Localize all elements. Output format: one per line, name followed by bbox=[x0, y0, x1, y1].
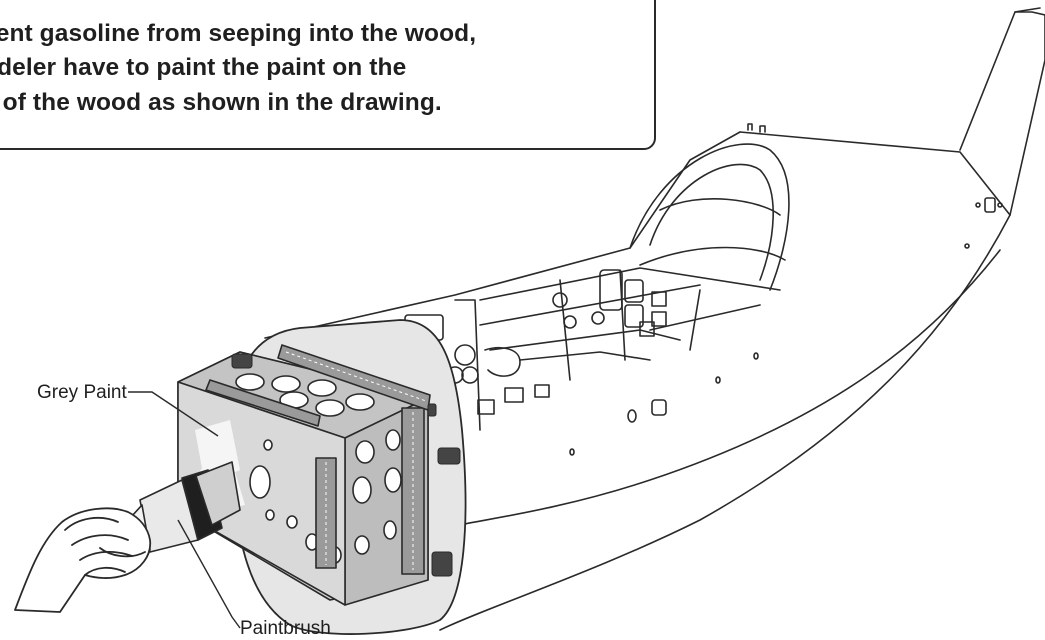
paintbrush-label: Paintbrush bbox=[240, 618, 331, 639]
fuselage-top-right-edge bbox=[739, 131, 1011, 216]
paintbrush-leader-line bbox=[177, 519, 241, 629]
hand-drawing bbox=[14, 507, 152, 613]
paintbrush-drawing bbox=[109, 461, 241, 563]
grey-paint-leader-line bbox=[128, 391, 219, 437]
engine-box bbox=[177, 344, 431, 606]
callout-line-1: vent gasoline from seeping into the wood… bbox=[0, 20, 477, 47]
canopy-frame bbox=[629, 143, 790, 291]
vertical-fin bbox=[959, 11, 1045, 216]
fuselage-top-left-edge bbox=[264, 131, 741, 339]
fuselage-right-side-line bbox=[459, 249, 1001, 526]
grey-paint-label: Grey Paint bbox=[37, 382, 127, 403]
callout-line-2: odeler have to paint the paint on the bbox=[0, 54, 407, 81]
mount-grommets bbox=[231, 353, 461, 577]
instruction-callout: vent gasoline from seeping into the wood… bbox=[0, 0, 656, 150]
callout-line-3: e of the wood as shown in the drawing. bbox=[0, 89, 442, 116]
fuselage-bottom-edge bbox=[439, 214, 1011, 631]
